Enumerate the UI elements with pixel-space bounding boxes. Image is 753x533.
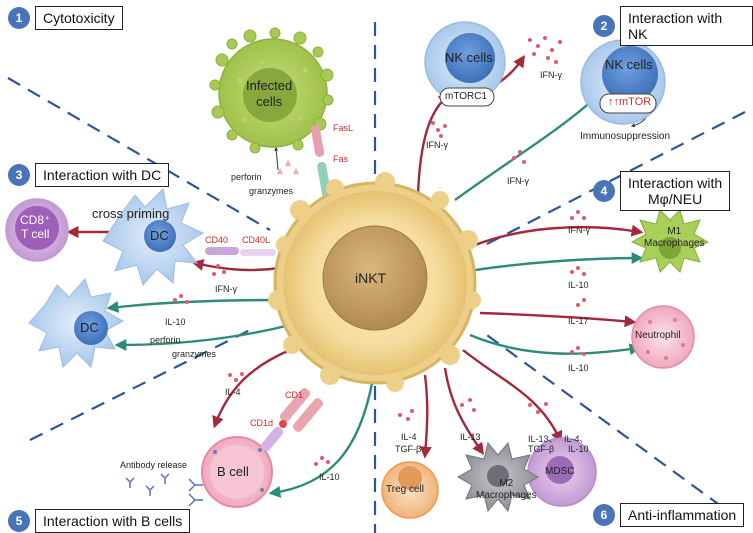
antibody-release-label: Antibody release xyxy=(120,460,188,470)
il10-neutrophil-label: IL-10 xyxy=(568,363,589,373)
granzymes-top-label: granzymes xyxy=(249,186,294,196)
il10-mdsc-label: IL-10 xyxy=(568,444,589,454)
section-number: 4 xyxy=(593,180,615,202)
b-cell xyxy=(201,436,273,508)
cd1-label: CD1 xyxy=(285,390,304,400)
dc-cell-2 xyxy=(28,278,125,369)
nk-cell-2 xyxy=(580,39,666,125)
immunosuppression-label: Immunosuppression xyxy=(580,131,671,142)
mtor-label: ↑↑mTOR xyxy=(608,96,652,108)
m1-macrophages-label: M1 Macrophages xyxy=(644,226,705,250)
section-title: Interaction with DC xyxy=(35,163,170,187)
section-title: Anti-inflammation xyxy=(620,503,745,527)
il17-label: IL-17 xyxy=(568,316,589,326)
cd40l-label: CD40L xyxy=(242,235,271,245)
il10-m1-label: IL-10 xyxy=(568,280,589,290)
dc-cell-1 xyxy=(102,187,205,287)
section-number: 3 xyxy=(8,164,30,186)
cytokine-dots xyxy=(173,36,586,466)
cd40-label: CD40 xyxy=(205,235,229,245)
il4-treg-label: IL-4 xyxy=(401,432,417,442)
m2-label-line1: M2 xyxy=(499,478,514,489)
cd1d-label: CD1d xyxy=(250,418,274,428)
infected-label-line2: cells xyxy=(256,94,283,109)
infected-cells xyxy=(209,27,334,154)
antibody-icons xyxy=(125,473,203,507)
ifn-gamma-dc-label: IFN-γ xyxy=(215,284,237,294)
tgfb-mdsc-label: TGF-β xyxy=(528,444,555,454)
il10-dc-label: IL-10 xyxy=(165,317,186,327)
infected-cells-label: Infected cells xyxy=(246,78,292,110)
section-number: 2 xyxy=(593,15,615,37)
section-title-line2: Mφ/NEU xyxy=(647,191,703,207)
perforin-granules-top xyxy=(277,160,299,174)
neutrophil-label: Neutrophil xyxy=(635,330,681,341)
fas-label: Fas xyxy=(333,154,349,164)
perforin-arrow xyxy=(274,146,279,171)
perforin-dc-label: perforin xyxy=(150,335,181,345)
cd40-receptor xyxy=(205,247,276,256)
infected-label-line1: Infected xyxy=(246,78,293,93)
section-number: 1 xyxy=(8,7,30,29)
neutrophil xyxy=(631,305,695,369)
section-number: 6 xyxy=(593,504,615,526)
inkt-cell xyxy=(268,172,481,392)
il10-b-label: IL-10 xyxy=(319,472,340,482)
mdsc-label: MDSC xyxy=(545,466,575,477)
nk-cells-2-label: NK cells xyxy=(605,57,653,72)
cd8-t-cell-label: CD8⁺ T cell xyxy=(20,213,50,241)
il4-b-label: IL-4 xyxy=(225,387,241,397)
inkt-label: iNKT xyxy=(355,270,387,286)
section-number: 5 xyxy=(8,510,30,532)
m2-label-line2: Macrophages xyxy=(476,490,537,501)
section-title-line1: Interaction with xyxy=(628,175,723,191)
treg-cell xyxy=(381,461,439,519)
ifn-gamma-nk-top-label: IFN-γ xyxy=(540,70,562,80)
section-title: Interaction with Mφ/NEU xyxy=(620,171,731,211)
dc-1-label: DC xyxy=(150,228,169,243)
section-nk: 2 Interaction with NK xyxy=(593,6,753,46)
section-title: Cytotoxicity xyxy=(35,6,123,30)
m1-label-line2: Macrophages xyxy=(644,238,705,249)
ifn-gamma-nk-left-label: IFN-γ xyxy=(426,140,448,150)
section-title: Interaction with B cells xyxy=(35,509,191,533)
section-anti-inflammation: 6 Anti-inflammation xyxy=(593,503,745,527)
granzymes-dc-label: granzymes xyxy=(172,349,217,359)
section-dc: 3 Interaction with DC xyxy=(8,163,170,187)
section-b-cells: 5 Interaction with B cells xyxy=(8,509,191,533)
section-title: Interaction with NK xyxy=(620,6,753,46)
cd1-cd1d-receptor xyxy=(260,388,324,452)
ifn-gamma-nk-mid-label: IFN-γ xyxy=(507,176,529,186)
section-cytotoxicity: 1 Cytotoxicity xyxy=(8,6,123,30)
perforin-top-label: perforin xyxy=(231,172,262,182)
m2-macrophage xyxy=(456,441,540,513)
cd8-label-line2: T cell xyxy=(20,227,50,241)
il13-mdsc-label: IL-13、 xyxy=(528,434,558,444)
ifn-gamma-m1-label: IFN-γ xyxy=(568,225,590,235)
section-macrophage-neutrophil: 4 Interaction with Mφ/NEU xyxy=(593,171,731,211)
cd8-label-line1: CD8⁺ xyxy=(20,213,51,227)
m1-label-line1: M1 xyxy=(667,226,682,237)
cd8-t-cell xyxy=(5,198,69,262)
il4-mdsc-label: IL-4、 xyxy=(564,434,589,444)
treg-cell-label: Treg cell xyxy=(386,484,424,495)
b-cell-label: B cell xyxy=(217,464,249,479)
m2-macrophages-label: M2 Macrophages xyxy=(476,478,537,502)
tgfb-treg-label: TGF-β xyxy=(395,444,422,454)
m1-macrophage xyxy=(630,209,710,273)
il13-m2-label: IL-13 xyxy=(460,432,481,442)
mtorc1-label: mTORC1 xyxy=(445,91,488,102)
nk-cell-1 xyxy=(424,21,506,107)
nk-cells-1-label: NK cells xyxy=(445,50,493,65)
cross-priming-label: cross priming xyxy=(92,206,170,221)
dc-2-label: DC xyxy=(80,320,99,335)
fasl-label: FasL xyxy=(333,123,354,133)
